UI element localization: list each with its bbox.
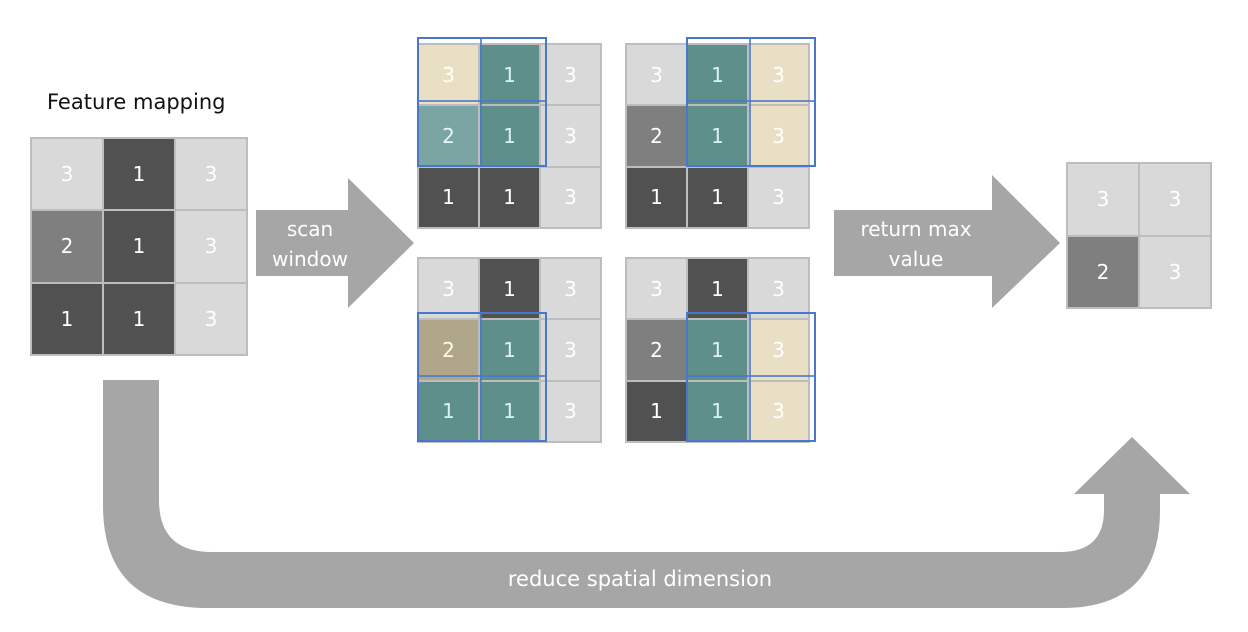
window-divider (417, 375, 547, 377)
grid-cell: 2 (627, 320, 686, 380)
window-divider (480, 37, 482, 167)
reduce-label: reduce spatial dimension (507, 567, 773, 591)
grid-cell: 3 (176, 211, 246, 282)
max-arrow (834, 175, 1060, 308)
window-divider (686, 100, 816, 102)
grid-cell: 1 (32, 283, 102, 354)
grid-cell: 1 (104, 211, 174, 282)
grid-cell: 1 (688, 381, 747, 441)
grid-cell: 3 (419, 259, 478, 319)
grid-cell: 1 (419, 381, 478, 441)
grid-cell: 3 (1140, 236, 1210, 307)
grid-cell: 1 (419, 167, 478, 227)
grid-cell: 3 (32, 139, 102, 210)
pooling-window-frame (686, 37, 816, 167)
grid-cell: 3 (541, 259, 600, 319)
grid-cell: 2 (1068, 236, 1138, 307)
grid-cell: 3 (749, 259, 808, 319)
scan-label-line2: window (272, 247, 348, 271)
grid-cell: 2 (419, 106, 478, 166)
grid-cell: 1 (480, 381, 539, 441)
scan-label-line1: scan (286, 217, 334, 241)
grid-cell: 1 (480, 259, 539, 319)
grid-cell: 3 (541, 106, 600, 166)
window-divider (749, 312, 751, 442)
max-label-line1: return max (860, 217, 972, 241)
grid-cell: 3 (1068, 164, 1138, 235)
grid-cell: 3 (749, 167, 808, 227)
grid-cell: 1 (480, 320, 539, 380)
grid-cell: 2 (627, 106, 686, 166)
grid-cell: 3 (176, 283, 246, 354)
grid-cell: 3 (749, 106, 808, 166)
pooling-window-frame (686, 312, 816, 442)
grid-cell: 1 (480, 167, 539, 227)
grid-cell: 1 (104, 139, 174, 210)
window-divider (480, 312, 482, 442)
grid-cell: 3 (749, 381, 808, 441)
grid-cell: 1 (480, 45, 539, 105)
grid-cell: 3 (749, 45, 808, 105)
window-divider (417, 100, 547, 102)
grid-cell: 1 (480, 106, 539, 166)
grid-cell: 1 (627, 381, 686, 441)
grid-cell: 1 (688, 45, 747, 105)
window-divider (686, 375, 816, 377)
grid-cell: 3 (627, 45, 686, 105)
grid-cell: 3 (541, 381, 600, 441)
pooling-window-frame (417, 37, 547, 167)
grid-cell: 3 (541, 45, 600, 105)
grid-cell: 1 (688, 106, 747, 166)
window-divider (749, 37, 751, 167)
grid-cell: 1 (104, 283, 174, 354)
grid-cell: 2 (32, 211, 102, 282)
grid-cell: 2 (419, 320, 478, 380)
grid-cell: 3 (541, 320, 600, 380)
grid-cell: 3 (1140, 164, 1210, 235)
grid-cell: 3 (627, 259, 686, 319)
pooling-window-frame (417, 312, 547, 442)
grid-cell: 3 (176, 139, 246, 210)
grid-cell: 1 (688, 320, 747, 380)
grid-cell: 1 (688, 167, 747, 227)
grid-cell: 3 (541, 167, 600, 227)
grid-cell: 3 (749, 320, 808, 380)
max-label-line2: value (888, 247, 944, 271)
page-title: Feature mapping (47, 90, 226, 114)
scan-arrow (256, 178, 414, 308)
grid-cell: 1 (627, 167, 686, 227)
grid-cell: 1 (688, 259, 747, 319)
grid-cell: 3 (419, 45, 478, 105)
